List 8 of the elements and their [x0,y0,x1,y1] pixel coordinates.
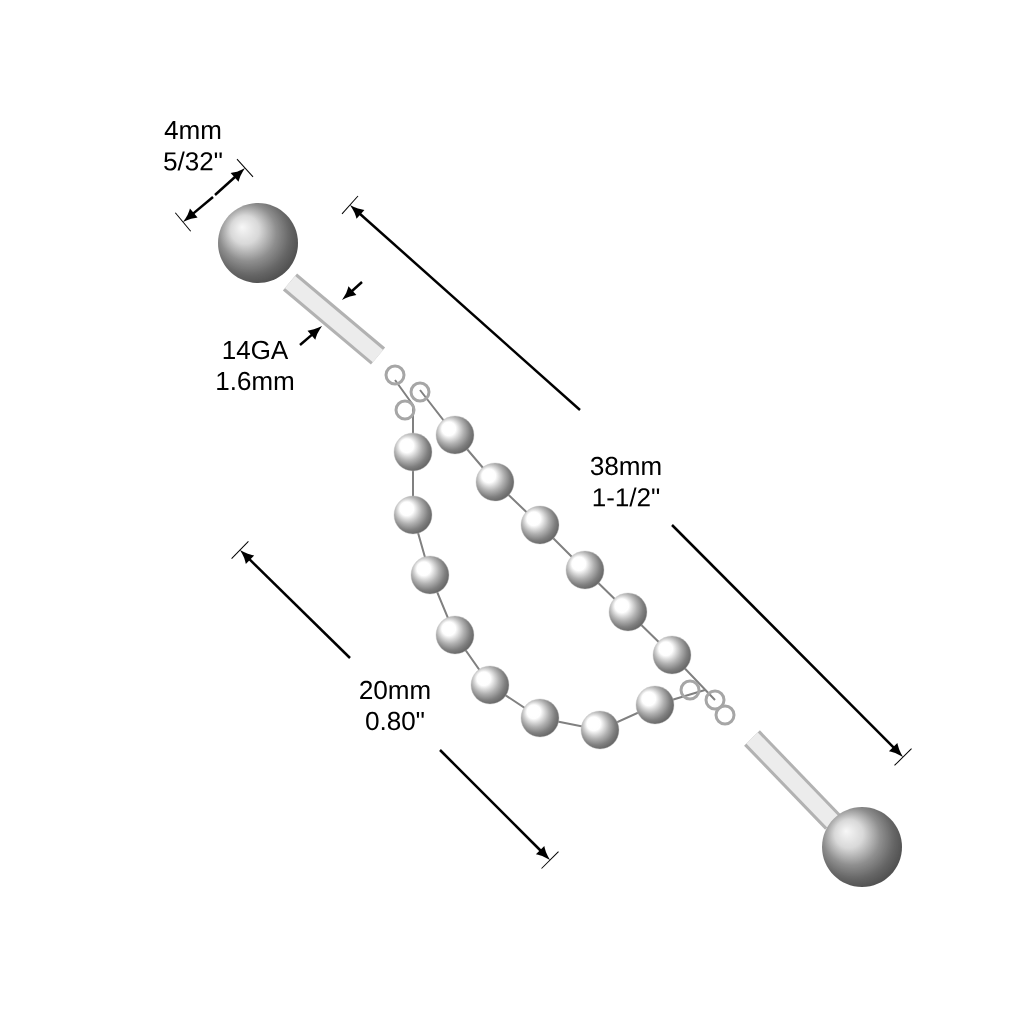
dimension-label: 1-1/2" [593,487,660,507]
dimension-label: 20mm [360,680,430,700]
dimension-label: 14GA [223,340,289,360]
dimension-label: 1.6mm [217,371,293,391]
dimension-label: 4mm [164,121,221,139]
dimension-label: 5/32" [164,151,222,171]
dimension-label: 0.80" [366,711,424,731]
dimension-label: 38mm [590,456,661,476]
